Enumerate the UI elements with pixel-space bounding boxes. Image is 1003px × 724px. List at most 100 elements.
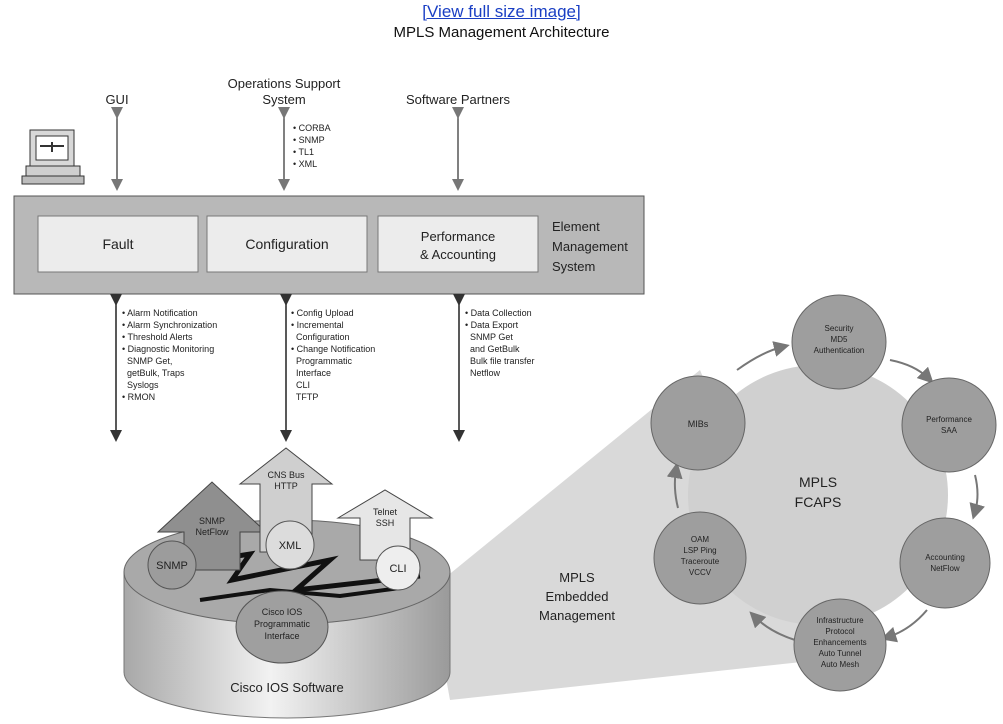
config-item: TFTP bbox=[291, 392, 318, 402]
ring-arrow bbox=[736, 341, 790, 371]
oss-label-line1: Operations Support bbox=[228, 76, 341, 91]
perf-item: • Data Export bbox=[465, 320, 519, 330]
arrow-label: CNS Bus bbox=[267, 470, 305, 480]
computer-icon bbox=[21, 129, 85, 185]
ring-arrow bbox=[889, 359, 934, 384]
fault-box bbox=[37, 215, 199, 273]
fault-label: Fault bbox=[102, 236, 133, 252]
node-label: Protocol bbox=[825, 627, 855, 636]
config-item: • Config Upload bbox=[291, 308, 354, 318]
perf-item: SNMP Get bbox=[465, 332, 513, 342]
prog-label: Cisco IOS bbox=[262, 607, 303, 617]
perf-list: • Data Collection • Data Export SNMP Get… bbox=[465, 308, 535, 378]
performance-box bbox=[377, 215, 539, 273]
cli-label: CLI bbox=[389, 563, 406, 575]
embedded-label-line1: MPLS bbox=[559, 570, 595, 585]
fault-item: Syslogs bbox=[122, 380, 159, 390]
ring-arrow bbox=[666, 462, 683, 509]
prog-label: Interface bbox=[264, 631, 299, 641]
xml-circle bbox=[265, 520, 315, 570]
node-label: Accounting bbox=[925, 553, 965, 562]
fcaps-center-circle bbox=[688, 365, 948, 625]
snmp-label: SNMP bbox=[156, 560, 188, 572]
config-list: • Config Upload • Incremental Configurat… bbox=[291, 308, 375, 402]
performance-node: Performance SAA bbox=[901, 377, 997, 473]
software-partners-label: Software Partners bbox=[406, 92, 511, 107]
node-label: MIBs bbox=[688, 419, 709, 429]
cns-up-arrow bbox=[238, 447, 334, 553]
diagram-title: MPLS Management Architecture bbox=[393, 24, 610, 41]
node-label: Auto Tunnel bbox=[819, 649, 862, 658]
node-label: MD5 bbox=[831, 335, 848, 344]
config-item: CLI bbox=[291, 380, 310, 390]
ems-label-line2: Management bbox=[552, 239, 628, 254]
node-label: Authentication bbox=[814, 346, 865, 355]
cli-circle bbox=[375, 545, 421, 591]
node-label: LSP Ping bbox=[683, 546, 716, 555]
fault-item: • Alarm Notification bbox=[122, 308, 198, 318]
view-full-size-link[interactable]: [View full size image] bbox=[422, 2, 581, 21]
ems-label-line1: Element bbox=[552, 219, 600, 234]
fcaps-center-label: MPLS bbox=[799, 474, 837, 490]
oss-protocol: • XML bbox=[293, 159, 317, 169]
oam-node: OAM LSP Ping Traceroute VCCV bbox=[653, 511, 747, 605]
node-label: Performance bbox=[926, 415, 972, 424]
embedded-label-line2: Embedded bbox=[546, 589, 609, 604]
perf-item: Bulk file transfer bbox=[465, 356, 535, 366]
xml-label: XML bbox=[279, 540, 302, 552]
configuration-box bbox=[206, 215, 368, 273]
performance-label-line1: Performance bbox=[421, 229, 495, 244]
oss-protocol: • CORBA bbox=[293, 123, 331, 133]
ring-arrow bbox=[969, 474, 985, 520]
snmp-circle bbox=[147, 540, 197, 590]
node-label: VCCV bbox=[689, 568, 712, 577]
fault-item: • RMON bbox=[122, 392, 155, 402]
node-label: SAA bbox=[941, 426, 958, 435]
oss-protocol: • SNMP bbox=[293, 135, 325, 145]
ems-label-line3: System bbox=[552, 259, 595, 274]
fault-item: SNMP Get, bbox=[122, 356, 172, 366]
fault-item: • Diagnostic Monitoring bbox=[122, 344, 214, 354]
perf-item: and GetBulk bbox=[465, 344, 520, 354]
performance-label-line2: & Accounting bbox=[420, 247, 496, 262]
node-label: Auto Mesh bbox=[821, 660, 859, 669]
node-label: OAM bbox=[691, 535, 710, 544]
infrastructure-node: Infrastructure Protocol Enhancements Aut… bbox=[793, 598, 887, 692]
accounting-node: Accounting NetFlow bbox=[899, 517, 991, 609]
node-label: NetFlow bbox=[930, 564, 960, 573]
node-label: Security bbox=[825, 324, 854, 333]
perf-item: Netflow bbox=[465, 368, 501, 378]
node-label: Infrastructure bbox=[816, 616, 864, 625]
arrow-label: SNMP bbox=[199, 516, 225, 526]
programmatic-interface-ellipse bbox=[235, 590, 329, 664]
ring-arrow bbox=[749, 611, 796, 641]
config-item: Interface bbox=[291, 368, 331, 378]
fault-list: • Alarm Notification • Alarm Synchroniza… bbox=[122, 308, 217, 402]
fault-item: • Alarm Synchronization bbox=[122, 320, 217, 330]
node-label: Enhancements bbox=[813, 638, 866, 647]
fault-item: getBulk, Traps bbox=[122, 368, 185, 378]
oss-protocol-list: • CORBA • SNMP • TL1 • XML bbox=[293, 123, 331, 169]
gui-label: GUI bbox=[105, 92, 128, 107]
ios-software-label: Cisco IOS Software bbox=[230, 680, 343, 695]
embedded-label-line3: Management bbox=[539, 608, 615, 623]
config-item: • Change Notification bbox=[291, 344, 375, 354]
config-item: Configuration bbox=[291, 332, 350, 342]
config-item: Programmatic bbox=[291, 356, 353, 366]
arrow-label: Telnet bbox=[373, 507, 398, 517]
node-label: Traceroute bbox=[681, 557, 720, 566]
arrow-label: SSH bbox=[376, 518, 395, 528]
security-node: Security MD5 Authentication bbox=[791, 294, 887, 390]
configuration-label: Configuration bbox=[245, 236, 328, 252]
mibs-node: MIBs bbox=[650, 375, 746, 471]
oss-label-line2: System bbox=[262, 92, 305, 107]
ring-arrow bbox=[880, 609, 928, 643]
prog-label: Programmatic bbox=[254, 619, 311, 629]
oss-protocol: • TL1 bbox=[293, 147, 314, 157]
telnet-up-arrow bbox=[336, 489, 434, 561]
arrow-label: HTTP bbox=[274, 481, 298, 491]
arrow-label: NetFlow bbox=[195, 527, 229, 537]
perf-item: • Data Collection bbox=[465, 308, 532, 318]
